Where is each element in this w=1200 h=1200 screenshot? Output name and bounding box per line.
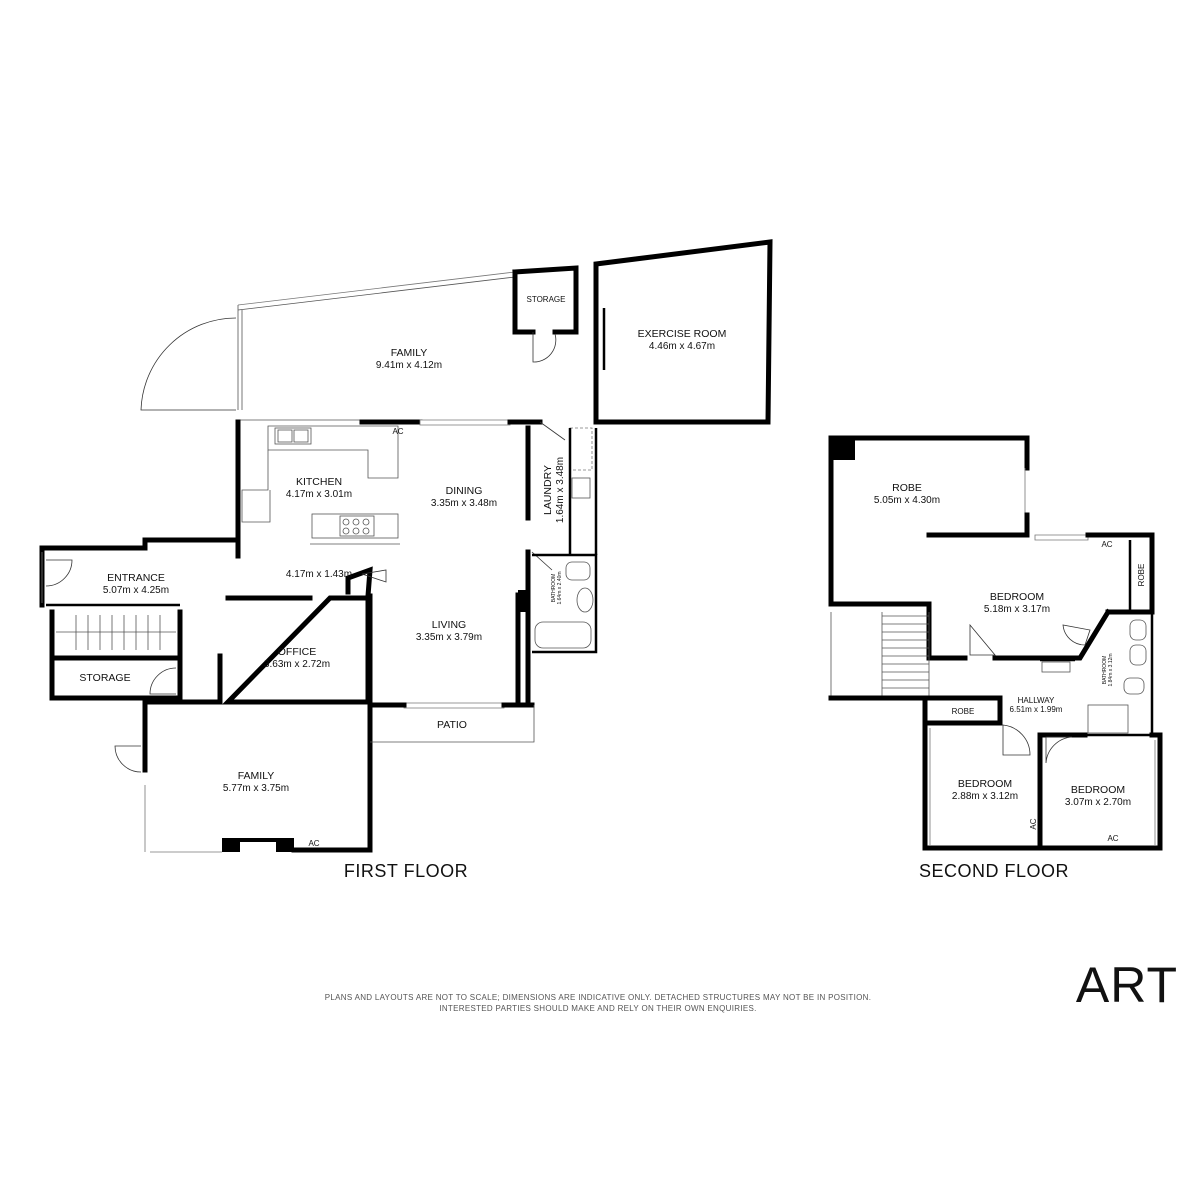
toilet-icon [565, 561, 591, 581]
stairs-first [49, 609, 183, 701]
first-floor-plan: AC [39, 239, 773, 881]
room-office-dim: 3.63m x 2.72m [264, 659, 330, 670]
bathtub-icon [534, 621, 592, 649]
storage-top-wall [512, 269, 536, 335]
bedroom-2-walls [922, 720, 1043, 851]
room-exercise-dim: 4.46m x 4.67m [649, 341, 715, 352]
room-bedroom-main-dim: 5.18m x 3.17m [984, 604, 1050, 615]
room-laundry-name: LAUNDRY [542, 465, 554, 515]
room-entrance-dim: 5.07m x 4.25m [103, 585, 169, 596]
room-bathroom-second-name: BATHROOM [1102, 656, 1108, 685]
room-bedroom-2-name: BEDROOM [958, 778, 1012, 790]
room-hallway-name: HALLWAY [1018, 696, 1055, 705]
room-office-name: OFFICE [278, 646, 317, 658]
room-bedroom-main-name: BEDROOM [990, 591, 1044, 603]
exercise-room-walls [593, 239, 773, 425]
bathroom-second-walls [1085, 610, 1154, 737]
ac-label: AC [308, 839, 319, 848]
ac-label: AC [1029, 818, 1038, 829]
room-hallway-dim: 6.51m x 1.99m [1010, 705, 1063, 714]
ac-label: AC [1101, 540, 1112, 549]
room-entrance-name: ENTRANCE [107, 572, 165, 584]
bathroom-first-walls [532, 553, 598, 654]
room-robe-big-name: ROBE [892, 482, 922, 494]
robe-big-walls [828, 435, 1030, 471]
disclaimer-line-1: PLANS AND LAYOUTS ARE NOT TO SCALE; DIME… [325, 993, 871, 1002]
room-kitchen-name: KITCHEN [296, 476, 342, 488]
room-family-bottom-dim: 5.77m x 3.75m [223, 783, 289, 794]
basin-icon [1129, 644, 1147, 666]
basin-icon [1129, 619, 1147, 641]
hallway-walls [922, 695, 1003, 726]
room-bathroom-second-dim: 1.84m x 3.12m [1108, 653, 1114, 686]
room-bathroom-first-dim: 1.64m x 2.40m [557, 571, 563, 604]
room-exercise-name: EXERCISE ROOM [638, 328, 727, 340]
basin-icon [576, 587, 594, 613]
stairs-second [830, 612, 930, 699]
ac-label: AC [392, 427, 403, 436]
room-dining-name: DINING [446, 485, 483, 497]
room-living-dim: 3.35m x 3.79m [416, 632, 482, 643]
room-storage-left-name: STORAGE [79, 672, 130, 684]
laundry-tub-icon [571, 477, 591, 499]
shower-icon [1087, 704, 1129, 734]
room-hall-first-dim: 4.17m x 1.43m [286, 569, 352, 580]
room-family-top-dim: 9.41m x 4.12m [376, 360, 442, 371]
first-floor-title: FIRST FLOOR [344, 861, 468, 881]
room-bathroom-first-name: BATHROOM [551, 574, 557, 603]
room-family-bottom-name: FAMILY [238, 770, 275, 782]
room-family-top-name: FAMILY [391, 347, 428, 359]
family-top-door-swing [140, 317, 237, 411]
room-living-name: LIVING [432, 619, 466, 631]
ac-label: AC [1107, 834, 1118, 843]
patio-outline [370, 705, 535, 743]
second-floor-title: SECOND FLOOR [919, 861, 1069, 881]
room-dining-dim: 3.35m x 3.48m [431, 498, 497, 509]
room-bedroom-2-dim: 2.88m x 3.12m [952, 791, 1018, 802]
room-patio-name: PATIO [437, 719, 467, 731]
room-bedroom-3-dim: 3.07m x 2.70m [1065, 797, 1131, 808]
room-laundry-dim: 1.64m x 3.48m [555, 457, 566, 523]
disclaimer-line-2: INTERESTED PARTIES SHOULD MAKE AND RELY … [439, 1004, 756, 1013]
toilet-icon [1123, 677, 1145, 695]
room-robe-side-name: ROBE [1137, 564, 1146, 587]
room-robe-big-dim: 5.05m x 4.30m [874, 495, 940, 506]
second-floor-plan: AC AC AC R [828, 435, 1163, 881]
room-storage-top-name: STORAGE [527, 295, 566, 304]
bedroom-3-walls [1037, 732, 1163, 851]
room-kitchen-dim: 4.17m x 3.01m [286, 489, 352, 500]
art-logo: ART [1076, 957, 1178, 1013]
family-top-glass-wall [237, 271, 516, 306]
room-robe-small-name: ROBE [952, 707, 975, 716]
room-bedroom-3-name: BEDROOM [1071, 784, 1125, 796]
